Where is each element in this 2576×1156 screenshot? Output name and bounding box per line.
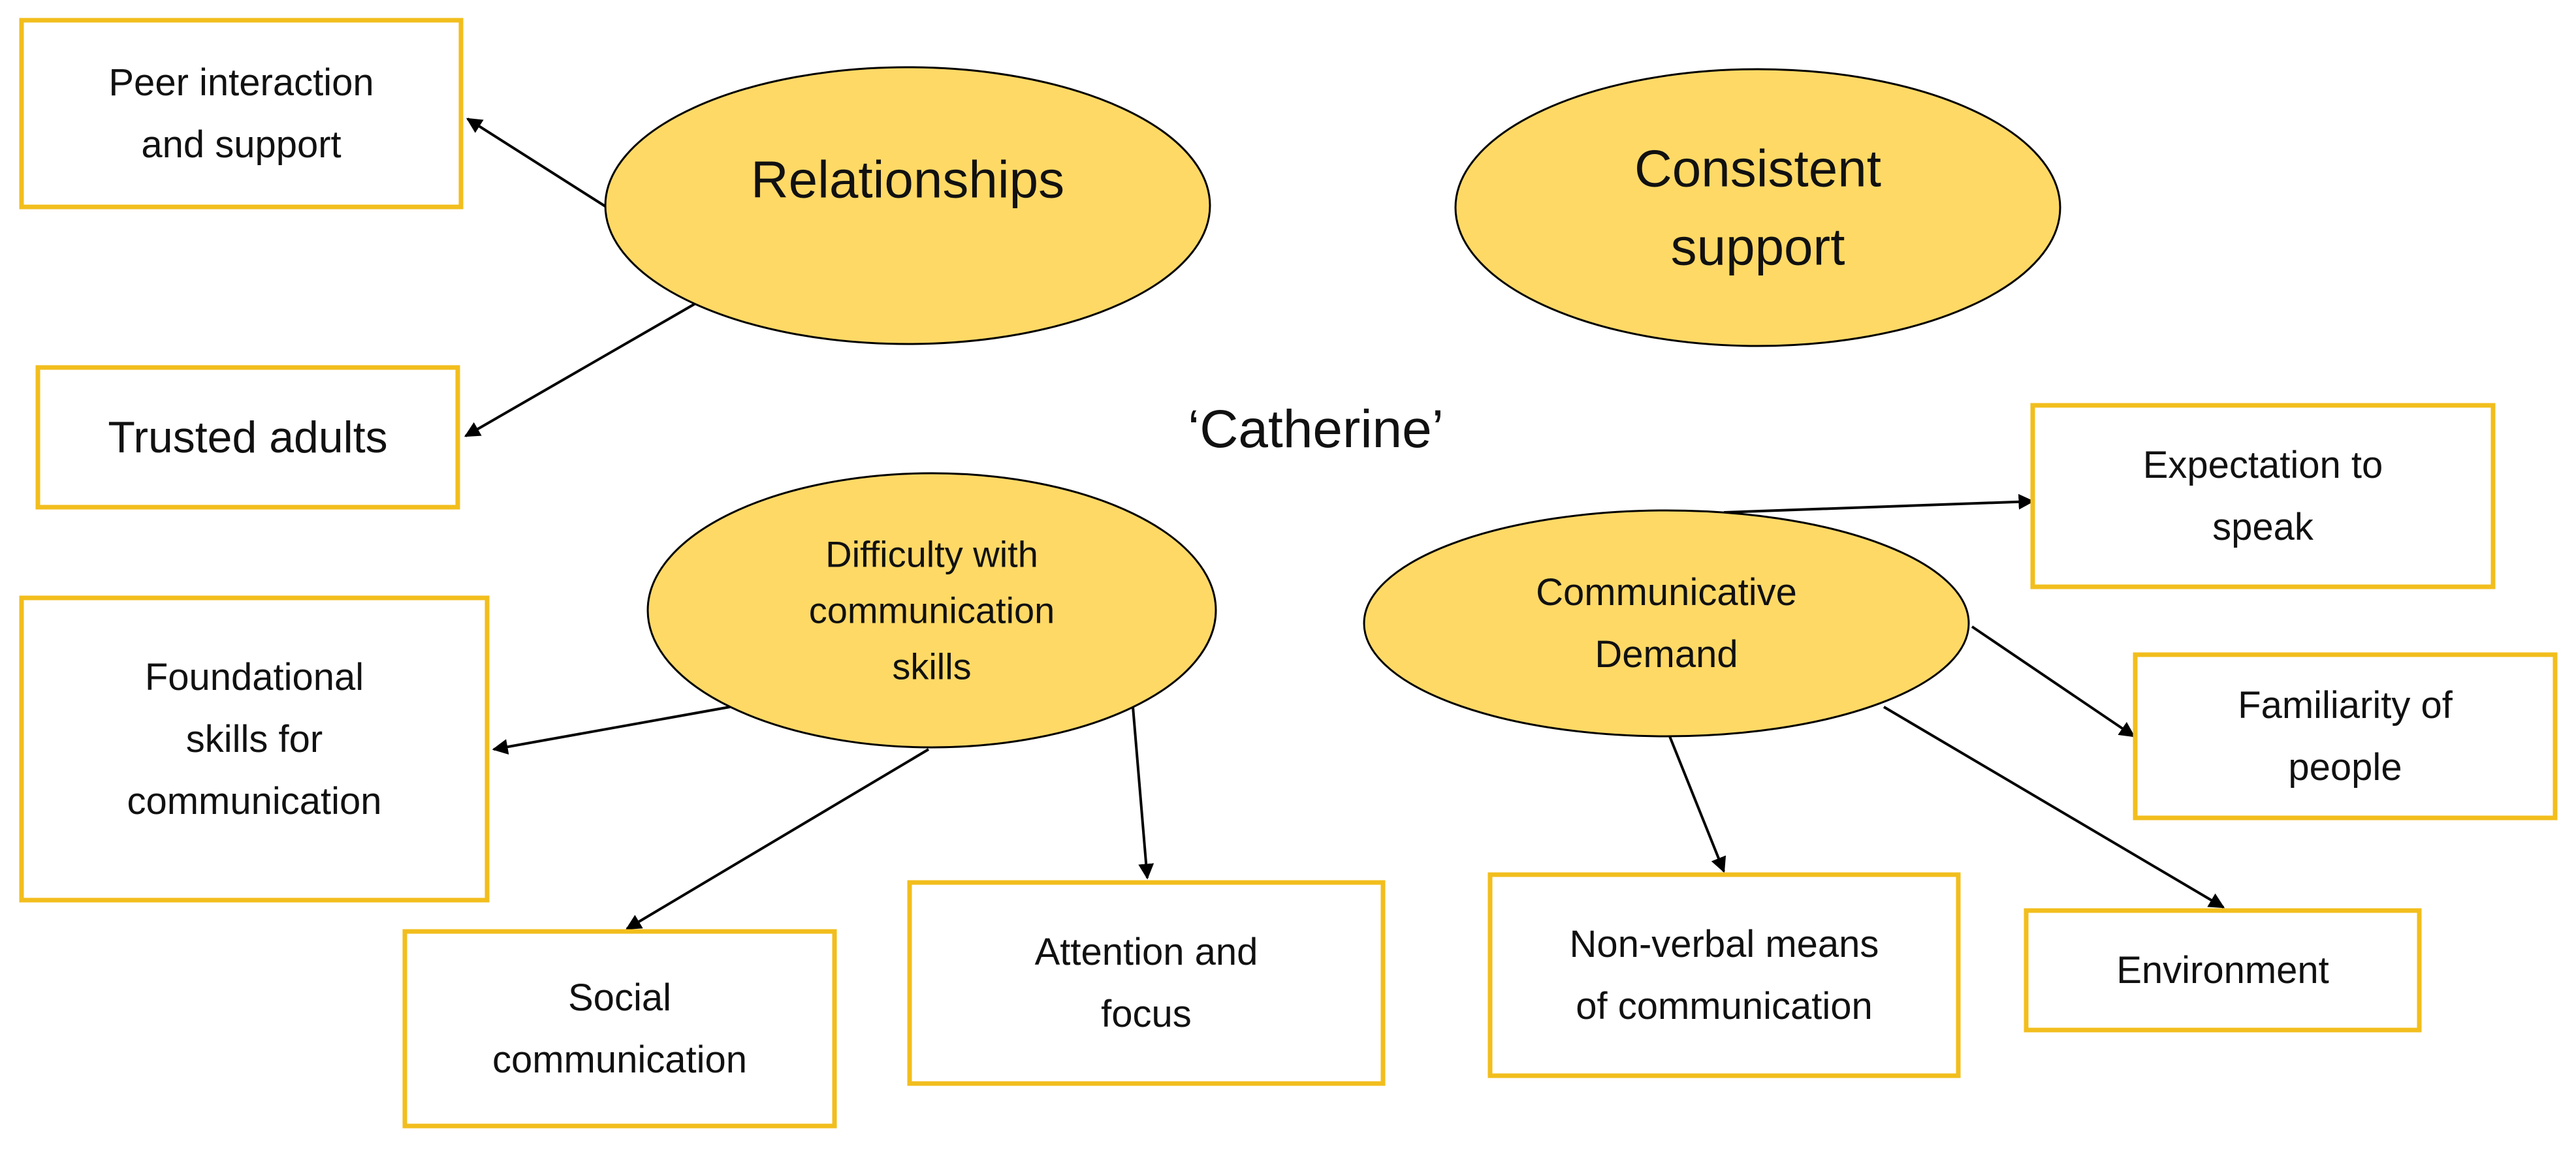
arrow-demand-to-nonverbal: [1668, 736, 1726, 873]
subtheme-foundational-skills: Foundational skills for communication: [19, 595, 490, 903]
subtheme-trusted-adults-box: [35, 365, 460, 510]
subtheme-expectation-to-speak: Expectation to speak: [2030, 403, 2496, 589]
theme-consistent-support-shape: [1454, 68, 2061, 347]
arrow-difficulty-to-social: [625, 748, 930, 930]
arrow-difficulty-to-attention: [1132, 706, 1154, 880]
subtheme-environment: Environment: [2024, 908, 2422, 1033]
subtheme-trusted-adults: Trusted adults: [35, 365, 460, 510]
theme-difficulty-communication-skills: Difficulty with communication skills: [646, 472, 1217, 749]
subtheme-familiarity-of-people-box: [2133, 652, 2558, 820]
subtheme-attention-focus-box: [907, 880, 1386, 1086]
subtheme-social-communication-text-line: communication: [492, 1039, 747, 1081]
center-label-catherine: ‘Catherine’: [1188, 399, 1444, 459]
theme-communicative-demand-shape: [1363, 509, 1970, 738]
arrow-relationships-to-peer: [466, 117, 609, 209]
subtheme-expectation-to-speak-text-line: Expectation to: [2143, 444, 2383, 486]
connectors-layer: [464, 117, 2225, 930]
arrow-demand-to-environment: [1883, 706, 2225, 909]
subtheme-environment-text-line: Environment: [2116, 949, 2329, 992]
theme-relationships-text-line: Relationships: [751, 151, 1064, 209]
subtheme-foundational-skills-text-line: communication: [127, 780, 381, 822]
subtheme-familiarity-of-people: Familiarity of people: [2133, 652, 2558, 820]
subtheme-non-verbal-means-text-line: Non-verbal means: [1570, 923, 1879, 965]
subtheme-social-communication: Social communication: [402, 929, 837, 1129]
arrow-demand-to-expectation: [1723, 493, 2035, 514]
arrow-relationships-to-trusted: [464, 302, 696, 437]
subtheme-foundational-skills-text-line: skills for: [186, 718, 323, 760]
theme-difficulty-communication-skills-text-line: Difficulty with: [825, 534, 1038, 575]
subtheme-environment-box: [2024, 908, 2422, 1033]
theme-difficulty-communication-skills-text-line: skills: [892, 646, 971, 687]
subtheme-trusted-adults-text-line: Trusted adults: [108, 413, 387, 462]
subtheme-peer-interaction-text-line: and support: [141, 123, 341, 166]
theme-consistent-support: Consistent support: [1454, 68, 2061, 347]
subtheme-social-communication-box: [402, 929, 837, 1129]
theme-relationships: Relationships: [604, 66, 1211, 345]
themes-layer: Relationships Consistent supportDifficulty…: [604, 66, 2061, 749]
subtheme-peer-interaction-box: [19, 18, 464, 210]
subtheme-expectation-to-speak-box: [2030, 403, 2496, 589]
subtheme-non-verbal-means: Non-verbal means of communication: [1487, 872, 1961, 1078]
arrow-difficulty-to-foundational: [492, 706, 731, 755]
subtheme-social-communication-text-line: Social: [568, 976, 671, 1019]
theme-communicative-demand-text-line: Demand: [1595, 633, 1738, 676]
theme-consistent-support-text-line: Consistent: [1634, 140, 1881, 198]
theme-difficulty-communication-skills-shape: [646, 472, 1217, 749]
subtheme-expectation-to-speak-text-line: speak: [2212, 506, 2314, 548]
arrow-demand-to-familiarity: [1971, 625, 2135, 738]
theme-consistent-support-text-line: support: [1671, 218, 1845, 276]
subtheme-attention-focus-text-line: Attention and: [1035, 931, 1258, 973]
subtheme-foundational-skills-box: [19, 595, 490, 903]
subtheme-foundational-skills-text-line: Foundational: [145, 656, 364, 698]
subtheme-peer-interaction: Peer interaction and support: [19, 18, 464, 210]
subtheme-familiarity-of-people-text-line: people: [2288, 746, 2402, 789]
subtheme-attention-focus: Attention and focus: [907, 880, 1386, 1086]
subtheme-non-verbal-means-text-line: of communication: [1576, 985, 1873, 1027]
subtheme-familiarity-of-people-text-line: Familiarity of: [2238, 684, 2453, 726]
theme-difficulty-communication-skills-text-line: communication: [809, 590, 1055, 631]
subtheme-peer-interaction-text-line: Peer interaction: [108, 61, 374, 104]
subtheme-attention-focus-text-line: focus: [1101, 993, 1192, 1035]
theme-communicative-demand-text-line: Communicative: [1536, 571, 1797, 614]
theme-relationships-shape: [604, 66, 1211, 345]
subtheme-non-verbal-means-box: [1487, 872, 1961, 1078]
